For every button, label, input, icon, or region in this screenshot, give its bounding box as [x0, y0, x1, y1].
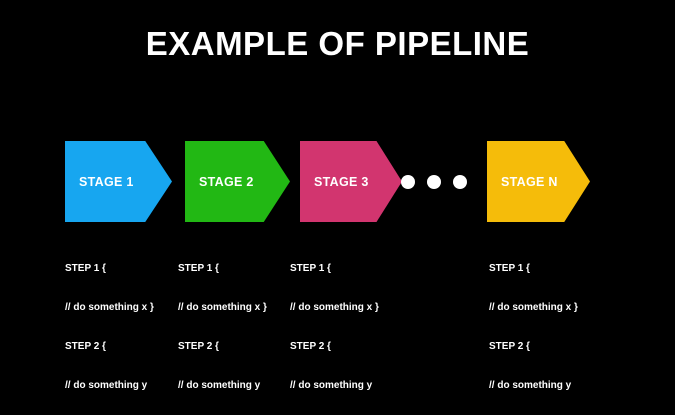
- pipeline-stage-2-label: STAGE 2: [199, 174, 254, 189]
- code-line: // do something y: [489, 380, 572, 391]
- code-line: STEP 2 {: [178, 341, 219, 352]
- stage-arrow-shape: [185, 141, 290, 222]
- code-line: // do something y: [178, 380, 261, 391]
- code-line: STEP 1 {: [178, 263, 219, 274]
- pipeline-stage-n[interactable]: STAGE N: [487, 141, 590, 222]
- stage-arrow-shape: [487, 141, 590, 222]
- code-line: // do something y: [290, 380, 373, 391]
- stage-3-code-block: STEP 1 { // do something x } STEP 2 { //…: [290, 236, 400, 415]
- pipeline-stage-3[interactable]: STAGE 3: [300, 141, 402, 222]
- code-line: // do something x }: [290, 302, 379, 313]
- pipeline-stage-1[interactable]: STAGE 1: [65, 141, 172, 222]
- ellipsis-dot-icon: [453, 175, 467, 189]
- code-line: STEP 1 {: [290, 263, 331, 274]
- ellipsis-dot-icon: [401, 175, 415, 189]
- pipeline-stage-1-label: STAGE 1: [79, 174, 134, 189]
- stage-n-code-block: STEP 1 { // do something x } STEP 2 { //…: [489, 236, 599, 415]
- code-line: // do something x }: [178, 302, 267, 313]
- pipeline-stage-n-label: STAGE N: [501, 174, 558, 189]
- pipeline-stage-2[interactable]: STAGE 2: [185, 141, 290, 222]
- code-line: STEP 1 {: [489, 263, 530, 274]
- code-line: STEP 2 {: [290, 341, 331, 352]
- stage-2-code-block: STEP 1 { // do something x } STEP 2 { //…: [178, 236, 288, 415]
- code-line: STEP 2 {: [489, 341, 530, 352]
- code-line: // do something x }: [65, 302, 154, 313]
- pipeline-stage-3-label: STAGE 3: [314, 174, 369, 189]
- ellipsis-dot-icon: [427, 175, 441, 189]
- code-line: // do something y: [65, 380, 148, 391]
- stage-arrow-shape: [300, 141, 402, 222]
- code-line: STEP 1 {: [65, 263, 106, 274]
- code-line: // do something x }: [489, 302, 578, 313]
- code-line: STEP 2 {: [65, 341, 106, 352]
- stage-1-code-block: STEP 1 { // do something x } STEP 2 { //…: [65, 236, 175, 415]
- page-title: EXAMPLE OF PIPELINE: [145, 25, 530, 62]
